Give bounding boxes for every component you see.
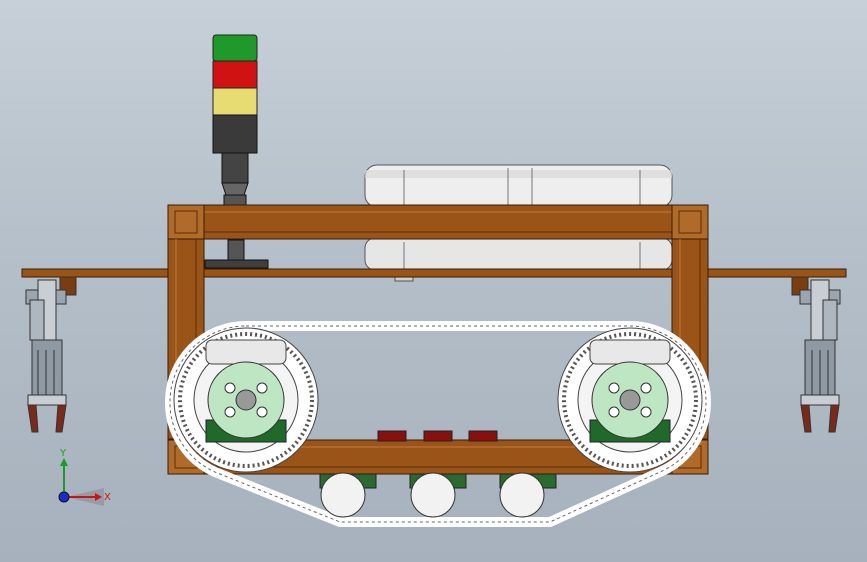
left-arm-bar [21,268,169,278]
crawler-track [164,321,712,527]
sensor-row [377,430,498,442]
road-wheel-2 [409,472,467,518]
right-gripper [791,276,841,433]
x-axis-label: X [104,492,111,503]
battery-housing [364,164,673,282]
left-sprocket [173,327,319,473]
y-axis-label: Y [59,448,67,459]
coordinate-triad-icon: X Y [58,448,111,506]
signal-tower [204,34,269,269]
right-sprocket [557,327,703,473]
road-wheel-3 [499,472,557,518]
road-wheel-1 [319,472,377,518]
left-gripper [25,276,77,433]
right-arm-bar [699,268,847,278]
